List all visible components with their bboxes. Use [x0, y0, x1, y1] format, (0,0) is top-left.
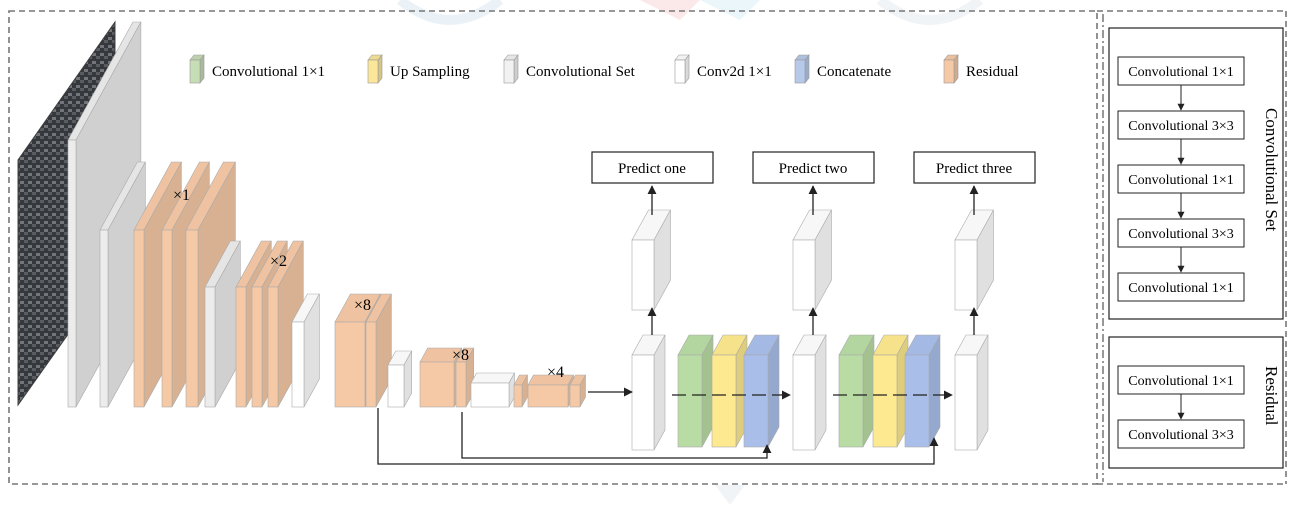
legend-item-residual: Residual	[943, 54, 1019, 84]
conv-slab	[387, 350, 413, 408]
prediction-boxes: Predict one Predict two Predict three	[591, 151, 1036, 184]
backbone	[67, 21, 587, 408]
main-dashed-frame	[8, 10, 1098, 485]
legend-item-convset: Convolutional Set	[503, 54, 636, 84]
predict-label-one: Predict one	[618, 161, 686, 177]
multiplier-label: ×1	[173, 187, 190, 204]
convset-block	[631, 334, 666, 451]
legend: Convolutional 1×1 Up Sampling Convolutiona…	[189, 54, 1019, 84]
conv-slab	[291, 293, 320, 408]
legend-label: Convolutional Set	[526, 64, 636, 80]
residual-item-label: Convolutional 1×1	[1128, 374, 1234, 389]
predict-box-one	[591, 151, 714, 184]
conv2d-block	[954, 209, 995, 311]
concatenate-block	[904, 334, 941, 448]
convset-item-box	[1117, 272, 1245, 302]
multiplier-label: ×4	[547, 364, 564, 381]
legend-item-conv1x1: Convolutional 1×1	[189, 54, 325, 84]
legend-label: Concatenate	[817, 64, 891, 80]
residual-title: Residual	[1262, 366, 1281, 426]
multiplier-label: ×8	[354, 297, 371, 314]
concatenate-block	[743, 334, 780, 448]
convset-block	[954, 334, 989, 451]
multiplier-label: ×2	[270, 253, 287, 270]
conv1x1-block	[677, 334, 714, 448]
upsampling-block	[872, 334, 909, 448]
multiplier-labels: ×1 ×2 ×8 ×8 ×4	[173, 187, 564, 381]
connectors	[377, 185, 979, 465]
legend-swatch	[367, 59, 379, 84]
legend-label: Residual	[966, 64, 1019, 80]
residual-slab	[527, 374, 575, 408]
detection-head	[631, 209, 995, 451]
convolutional-set-title: Convolutional Set	[1262, 108, 1281, 232]
multiplier-label: ×8	[452, 347, 469, 364]
convset-item-box	[1117, 164, 1245, 194]
conv-slab	[470, 372, 516, 408]
legend-label: Conv2d 1×1	[697, 64, 772, 80]
legend-swatch	[189, 59, 201, 84]
predict-box-three	[913, 151, 1036, 184]
upsampling-block	[711, 334, 748, 448]
background-watermark	[396, 0, 984, 505]
convset-item-label: Convolutional 1×1	[1128, 173, 1234, 188]
convset-block	[792, 334, 827, 451]
conv1x1-block	[838, 334, 875, 448]
convset-item-label: Convolutional 3×3	[1128, 227, 1234, 242]
legend-label: Up Sampling	[390, 64, 470, 80]
convset-item-label: Convolutional 3×3	[1128, 119, 1234, 134]
legend-swatch	[503, 59, 515, 84]
conv2d-block	[792, 209, 833, 311]
residual-slab	[569, 374, 587, 408]
legend-swatch	[674, 59, 686, 84]
residual-item-label: Convolutional 3×3	[1128, 428, 1234, 443]
predict-label-three: Predict three	[936, 161, 1013, 177]
legend-swatch	[943, 59, 955, 84]
conv-slab	[204, 240, 241, 408]
residual-slab	[365, 293, 392, 408]
legend-item-conv2d: Conv2d 1×1	[674, 54, 772, 84]
conv2d-block	[631, 209, 672, 311]
residual-slab	[513, 374, 529, 408]
convset-item-box	[1117, 56, 1245, 86]
legend-item-concat: Concatenate	[794, 54, 891, 84]
predict-box-two	[752, 151, 875, 184]
legend-item-upsample: Up Sampling	[367, 54, 470, 84]
residual-item-box	[1117, 419, 1245, 449]
residual-item-box	[1117, 365, 1245, 395]
convset-item-label: Convolutional 1×1	[1128, 281, 1234, 296]
convset-item-label: Convolutional 1×1	[1128, 65, 1234, 80]
legend-swatch	[794, 59, 806, 84]
legend-label: Convolutional 1×1	[212, 64, 325, 80]
predict-label-two: Predict two	[779, 161, 848, 177]
